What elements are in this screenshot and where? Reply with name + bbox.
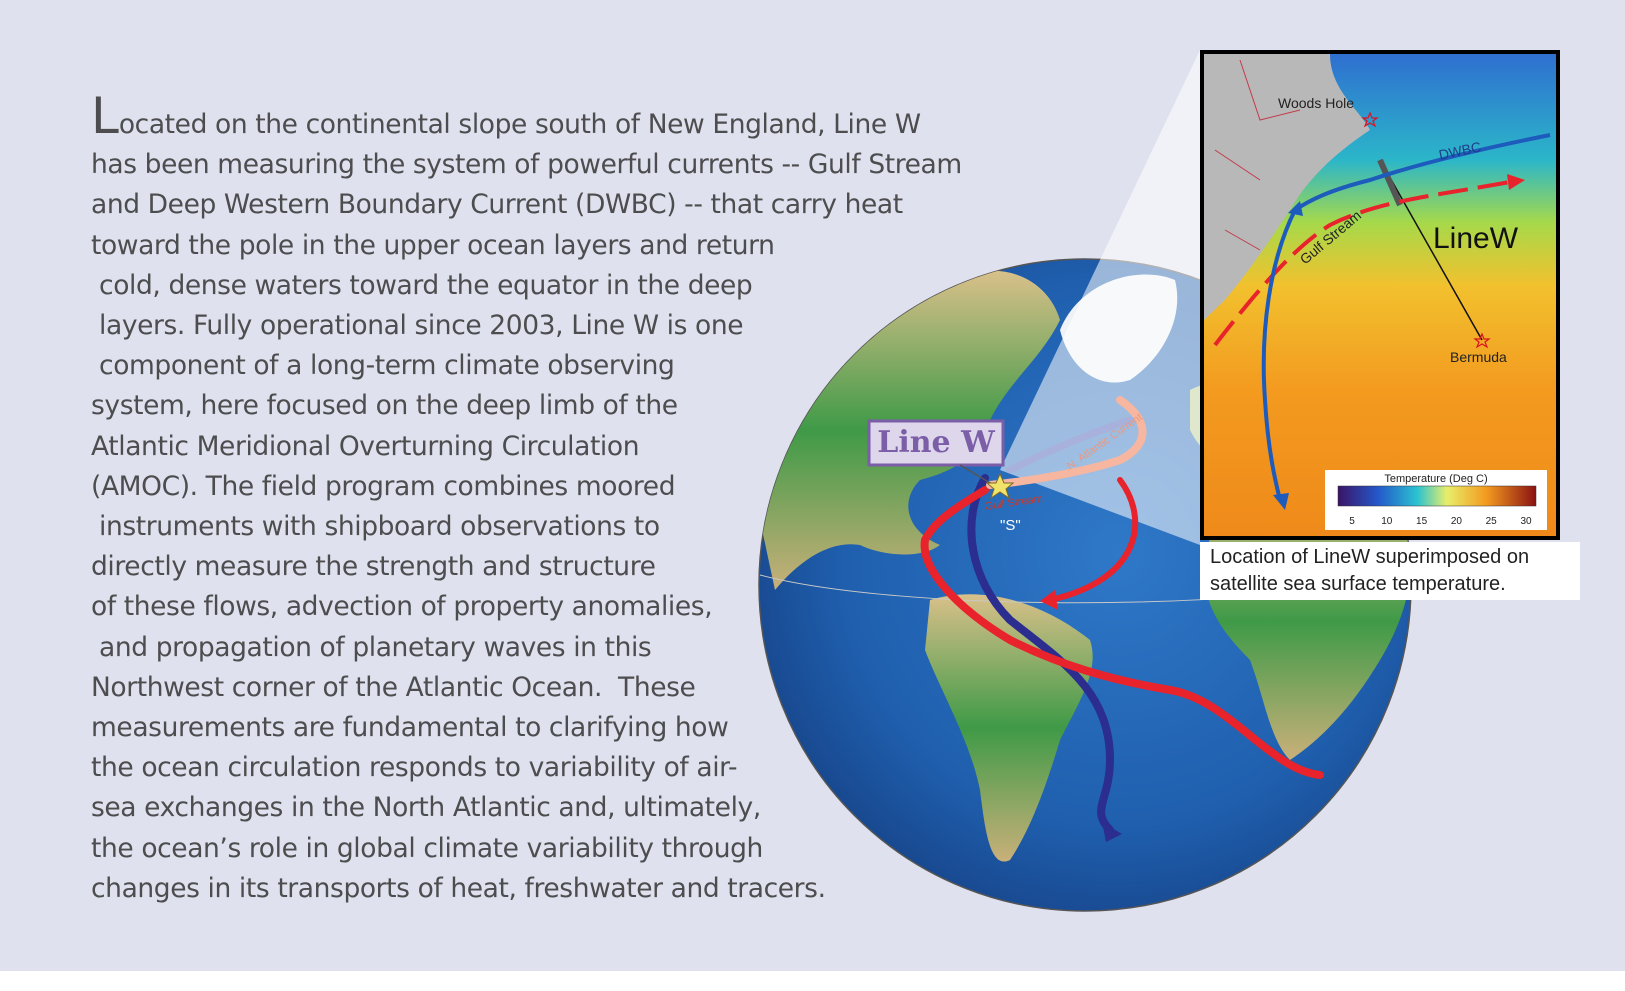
warm-current-arrow [920,486,1324,779]
body-line: measurements are fundamental to clarifyi… [91,712,729,744]
gulf-stream-arrow [986,396,1147,489]
body-line: Located on the continental slope south o… [91,91,1051,145]
body-line: system, here focused on the deep limb of… [91,390,678,422]
colorbar-tick-label: 25 [1486,516,1498,527]
colorbar-ticks: 5 10 15 20 25 30 [1349,516,1532,527]
colorbar-tick-label: 10 [1381,516,1393,527]
inset-line-w-track [1379,159,1483,341]
inset-line-w-moorings [1377,158,1403,207]
inset-gulf-stream-arrow [1213,180,1511,347]
line-w-label-box [867,419,1005,467]
body-line: layers. Fully operational since 2003, Li… [91,310,744,342]
body-line: the ocean’s role in global climate varia… [91,832,763,864]
body-line: the ocean circulation responds to variab… [91,752,738,784]
line-w-callout: Line W [867,419,1015,500]
caption-line-2: satellite sea surface temperature. [1210,573,1506,595]
deep-return-arrow [1006,416,1134,474]
bermuda-label: Bermuda [1450,349,1507,365]
woods-hole-star [1361,111,1379,128]
deep-current-arrowhead [1102,822,1122,842]
infographic-panel: Located on the continental slope south o… [0,0,1625,971]
body-line: (AMOC). The field program combines moore… [91,470,676,502]
body-line: instruments with shipboard observations … [91,511,660,543]
line-w-star [985,472,1015,500]
drop-cap: L [91,87,119,145]
inset-deep-arrowhead [1273,493,1289,510]
subtropical-gyre-arrowhead [1040,590,1058,610]
colorbar-tick-label: 5 [1349,516,1355,527]
inset-coast-land [1204,54,1370,320]
s-label: "S" [1000,517,1021,534]
inset-caption: Location of LineW superimposed on satell… [1200,542,1580,600]
body-line: and propagation of planetary waves in th… [91,631,652,663]
colorbar: Temperature (Deg C) 5 10 15 20 25 30 [1325,470,1547,530]
body-line: changes in its transports of heat, fresh… [91,872,826,904]
inset-state-borders [1214,59,1301,251]
body-line: Northwest corner of the Atlantic Ocean. … [91,671,696,703]
body-line: Atlantic Meridional Overturning Circulat… [91,430,640,462]
inset-dwbc-arrow [1293,133,1551,212]
body-line: sea exchanges in the North Atlantic and,… [91,792,761,824]
body-line: component of a long-term climate observi… [91,350,675,382]
ocean-circulation-graphic: Gulf Stream N. Atlantic Current "S" Line… [758,50,1560,912]
callout-wedge [1000,50,1200,545]
inset-gulf-stream-arrowhead [1507,174,1525,190]
caption-line-1: Location of LineW superimposed on [1210,546,1530,568]
subtropical-gyre-arrow [1047,477,1139,603]
inset-deep-arrow [1261,209,1297,501]
sst-inset-map: Woods Hole DWBC Gulf Stream LineW Bermud… [1200,50,1560,540]
line-w-inset-label: LineW [1433,222,1519,255]
line-w-pointer [959,464,993,485]
body-line: and Deep Western Boundary Current (DWBC)… [91,189,903,221]
bermuda-star [1473,332,1491,349]
colorbar-gradient [1337,485,1537,507]
body-line: directly measure the strength and struct… [91,551,656,583]
body-line: has been measuring the system of powerfu… [91,149,962,181]
woods-hole-label: Woods Hole [1278,95,1354,111]
body-paragraph: Located on the continental slope south o… [91,91,1051,909]
body-line: toward the pole in the upper ocean layer… [91,229,775,261]
colorbar-tick-label: 15 [1416,516,1428,527]
colorbar-title: Temperature (Deg C) [1384,473,1487,485]
line-w-label: Line W [877,425,996,460]
body-line: cold, dense waters toward the equator in… [91,269,753,301]
body-line-text: ocated on the continental slope south of… [118,109,921,140]
colorbar-tick-label: 20 [1451,516,1463,527]
body-line: of these flows, advection of property an… [91,591,713,623]
colorbar-tick-label: 30 [1520,516,1532,527]
